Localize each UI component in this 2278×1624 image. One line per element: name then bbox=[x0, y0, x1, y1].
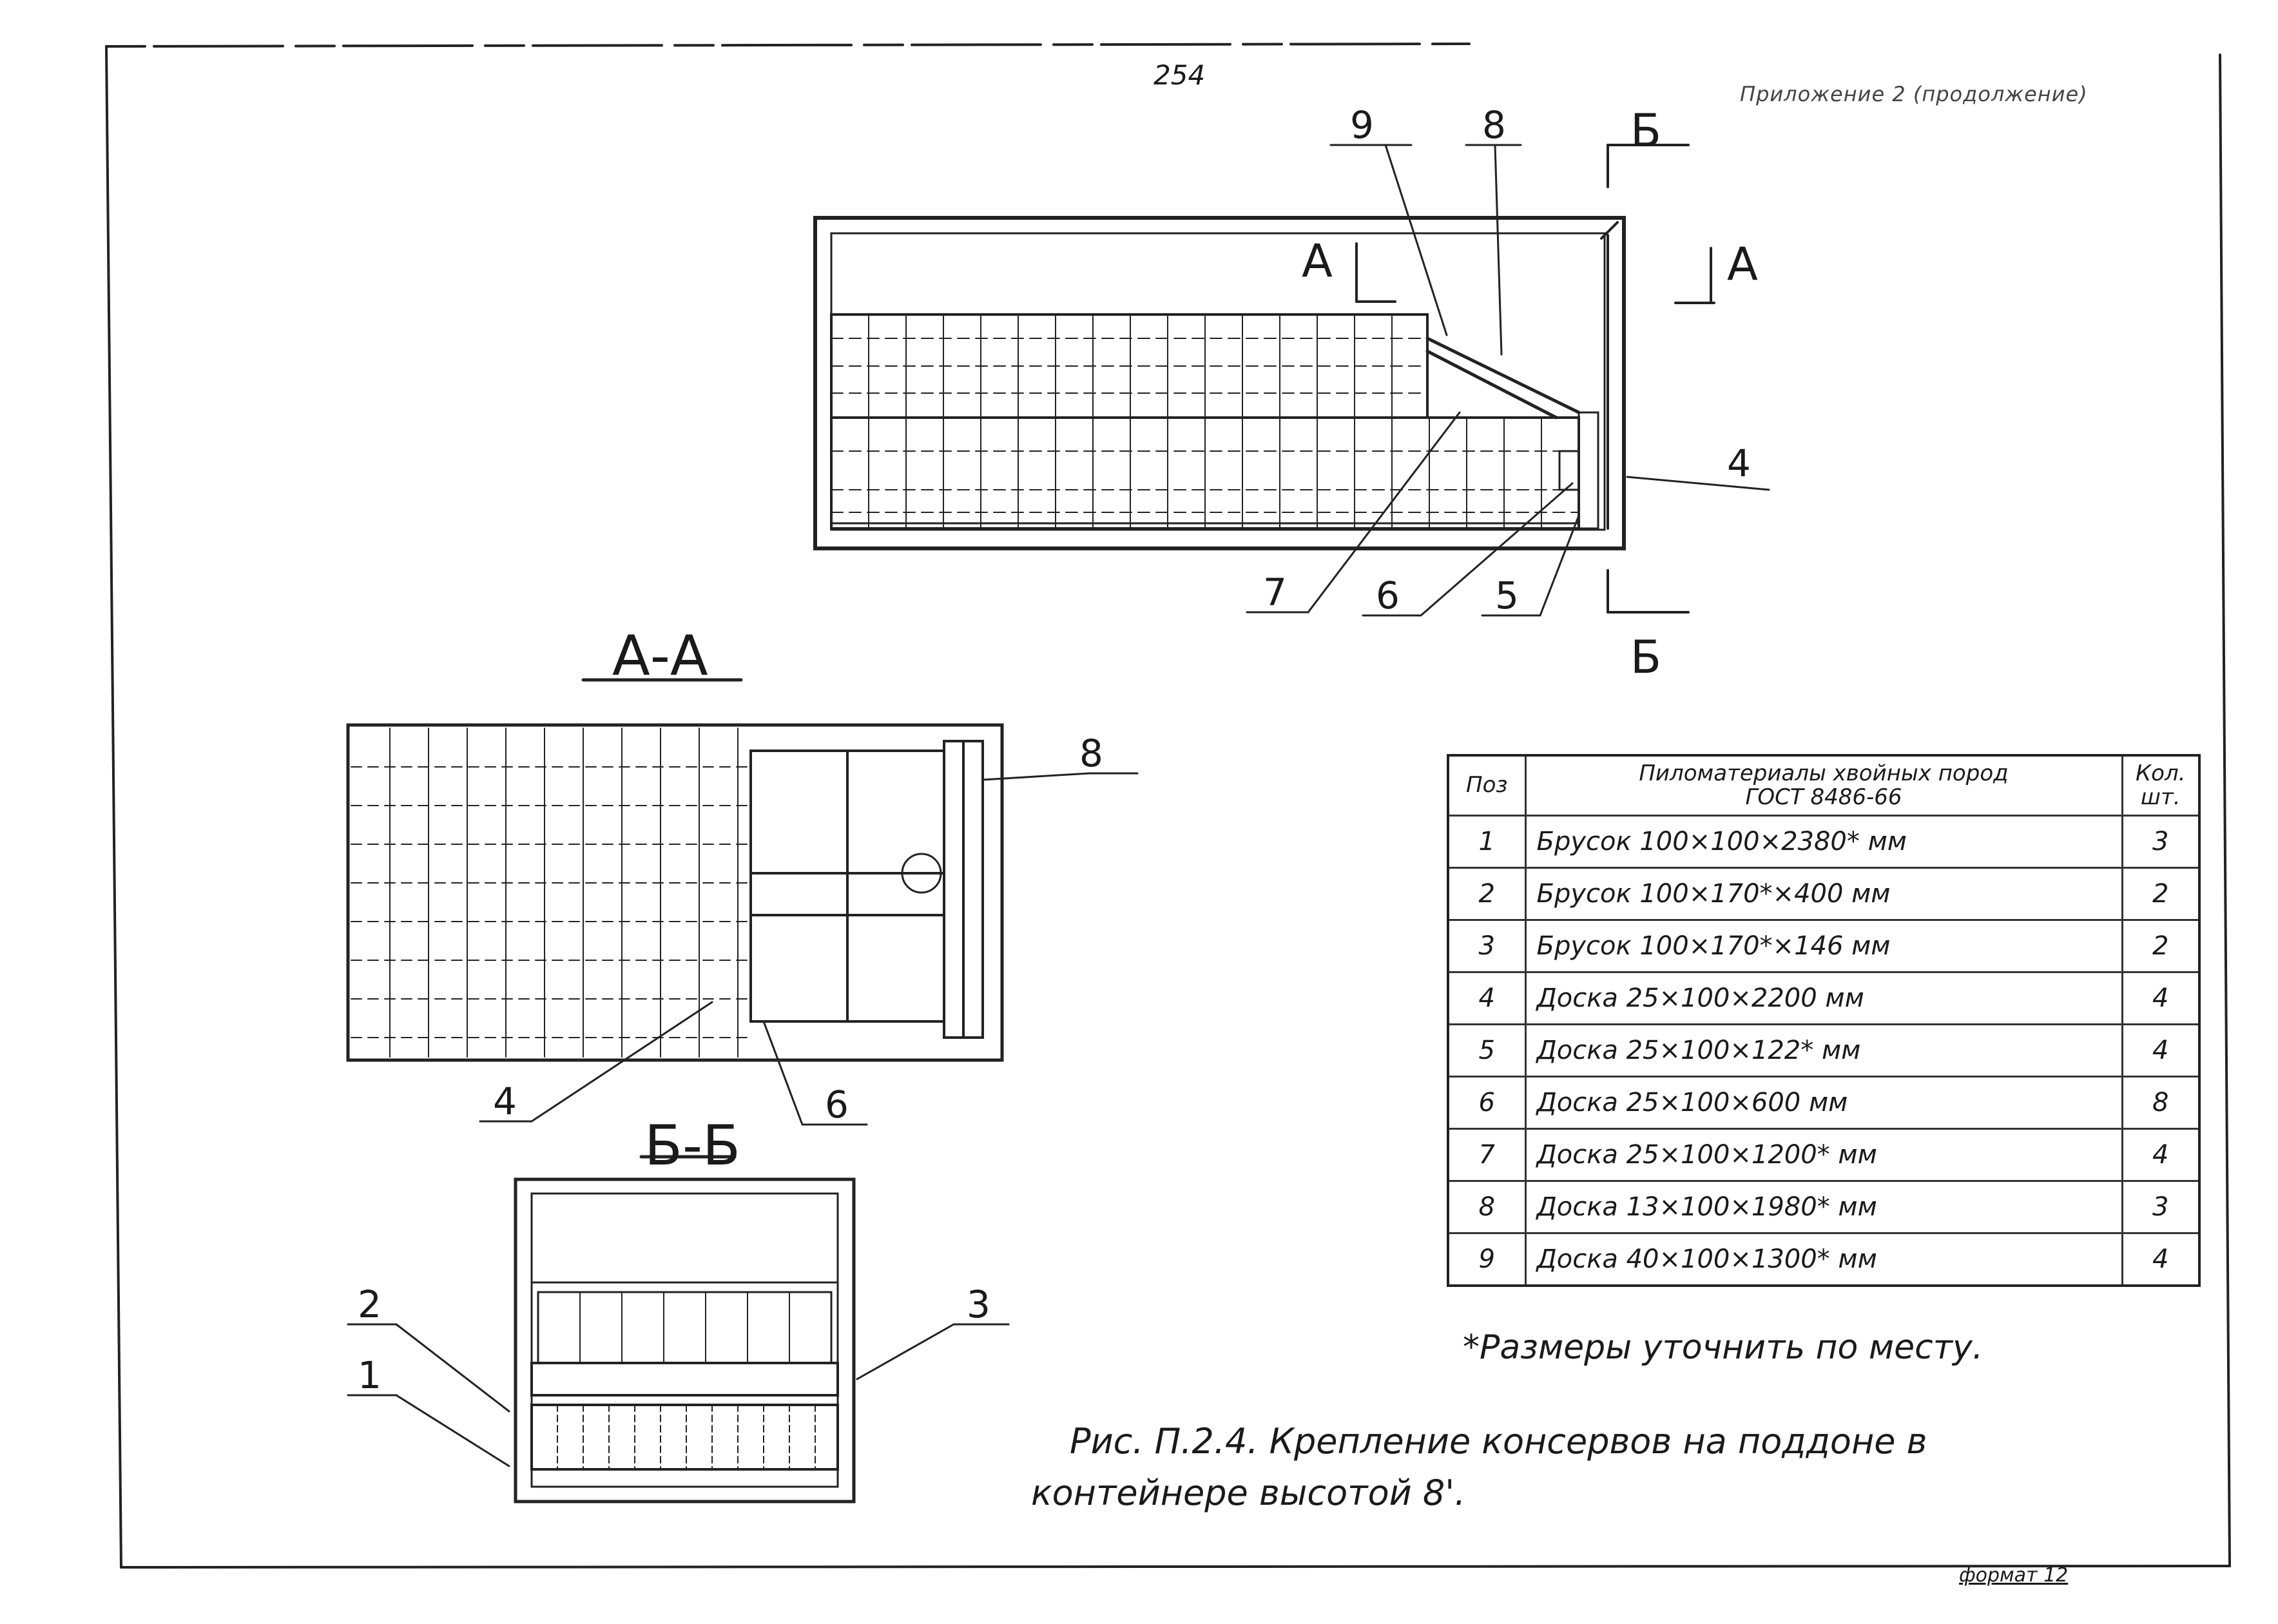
header-material-line1: Пиломатериалы хвойных пород bbox=[1639, 760, 2009, 786]
table-cell-qty: 8 bbox=[2121, 1076, 2201, 1130]
figure-caption-line1: Рис. П.2.4. Крепление консервов на поддо… bbox=[1070, 1421, 1927, 1462]
cut-a-label-right: А bbox=[1727, 238, 1758, 291]
table-cell-name: Доска 25×100×1200* мм bbox=[1524, 1128, 2123, 1182]
header-qty: Кол. шт. bbox=[2121, 754, 2201, 817]
section-aa-label: А-А bbox=[612, 624, 708, 688]
table-cell-name: Брусок 100×170*×146 мм bbox=[1524, 919, 2123, 973]
table-cell-pos: 4 bbox=[1447, 971, 1527, 1025]
table-cell-name: Доска 25×100×122* мм bbox=[1524, 1023, 2123, 1078]
header-qty-line2: шт. bbox=[2140, 784, 2181, 810]
callout-6-plan: 6 bbox=[1376, 574, 1400, 617]
table-cell-name: Брусок 100×100×2380* мм bbox=[1524, 815, 2123, 869]
header-material: Пиломатериалы хвойных пород ГОСТ 8486-66 bbox=[1524, 754, 2123, 817]
table-cell-pos: 1 bbox=[1447, 815, 1527, 869]
callout-5-plan: 5 bbox=[1495, 574, 1519, 617]
appendix-note: Приложение 2 (продолжение) bbox=[1740, 82, 2088, 106]
table-header-row: Поз Пиломатериалы хвойных пород ГОСТ 848… bbox=[1447, 754, 2201, 817]
table-cell-name: Доска 25×100×600 мм bbox=[1524, 1076, 2123, 1130]
callout-7-plan: 7 bbox=[1263, 570, 1287, 614]
dimension-note: *Размеры уточнить по месту. bbox=[1463, 1328, 1984, 1367]
sheet-frame bbox=[105, 43, 2231, 1569]
table-cell-qty: 4 bbox=[2121, 1232, 2201, 1287]
table-cell-qty: 4 bbox=[2121, 971, 2201, 1025]
table-cell-pos: 6 bbox=[1447, 1076, 1527, 1130]
specification-table: Поз Пиломатериалы хвойных пород ГОСТ 848… bbox=[1447, 754, 2201, 1287]
table-cell-pos: 9 bbox=[1447, 1232, 1527, 1287]
table-cell-qty: 2 bbox=[2121, 867, 2201, 921]
table-cell-name: Доска 40×100×1300* мм bbox=[1524, 1232, 2123, 1287]
header-material-line2: ГОСТ 8486-66 bbox=[1745, 784, 1902, 810]
callout-8-plan: 8 bbox=[1482, 103, 1506, 147]
table-cell-qty: 3 bbox=[2121, 1180, 2201, 1234]
section-bb-drawing bbox=[347, 1155, 1010, 1503]
table-cell-qty: 2 bbox=[2121, 919, 2201, 973]
plan-leaders bbox=[1246, 144, 1770, 617]
callout-2-bb: 2 bbox=[358, 1282, 381, 1326]
table-cell-pos: 3 bbox=[1447, 919, 1527, 973]
cut-b-label-bottom: Б bbox=[1630, 631, 1662, 684]
cut-lines bbox=[1355, 144, 1715, 614]
callout-4-plan: 4 bbox=[1727, 441, 1751, 485]
cut-a-label-left: А bbox=[1302, 235, 1333, 287]
header-qty-line1: Кол. bbox=[2136, 760, 2186, 786]
header-pos: Поз bbox=[1447, 754, 1527, 817]
table-cell-name: Доска 13×100×1980* мм bbox=[1524, 1180, 2123, 1234]
section-bb-label: Б-Б bbox=[644, 1114, 741, 1178]
callout-1-bb: 1 bbox=[358, 1353, 381, 1397]
table-cell-name: Доска 25×100×2200 мм bbox=[1524, 971, 2123, 1025]
plan-view bbox=[813, 216, 1626, 550]
table-cell-pos: 5 bbox=[1447, 1023, 1527, 1078]
section-aa-drawing bbox=[346, 678, 1139, 1126]
page-number: 254 bbox=[1153, 59, 1206, 91]
table-cell-qty: 3 bbox=[2121, 815, 2201, 869]
table-cell-pos: 2 bbox=[1447, 867, 1527, 921]
callout-6-aa: 6 bbox=[825, 1083, 849, 1126]
table-cell-qty: 4 bbox=[2121, 1128, 2201, 1182]
table-cell-pos: 8 bbox=[1447, 1180, 1527, 1234]
figure-caption-line2: контейнере высотой 8'. bbox=[1031, 1473, 1466, 1513]
table-cell-name: Брусок 100×170*×400 мм bbox=[1524, 867, 2123, 921]
table-cell-qty: 4 bbox=[2121, 1023, 2201, 1078]
callout-9-plan: 9 bbox=[1350, 103, 1374, 147]
format-label: формат 12 bbox=[1959, 1564, 2069, 1587]
table-cell-pos: 7 bbox=[1447, 1128, 1527, 1182]
callout-3-bb: 3 bbox=[967, 1282, 990, 1326]
callout-8-aa: 8 bbox=[1079, 731, 1103, 775]
callout-4-aa: 4 bbox=[493, 1079, 517, 1123]
cut-b-label-top: Б bbox=[1630, 104, 1662, 157]
